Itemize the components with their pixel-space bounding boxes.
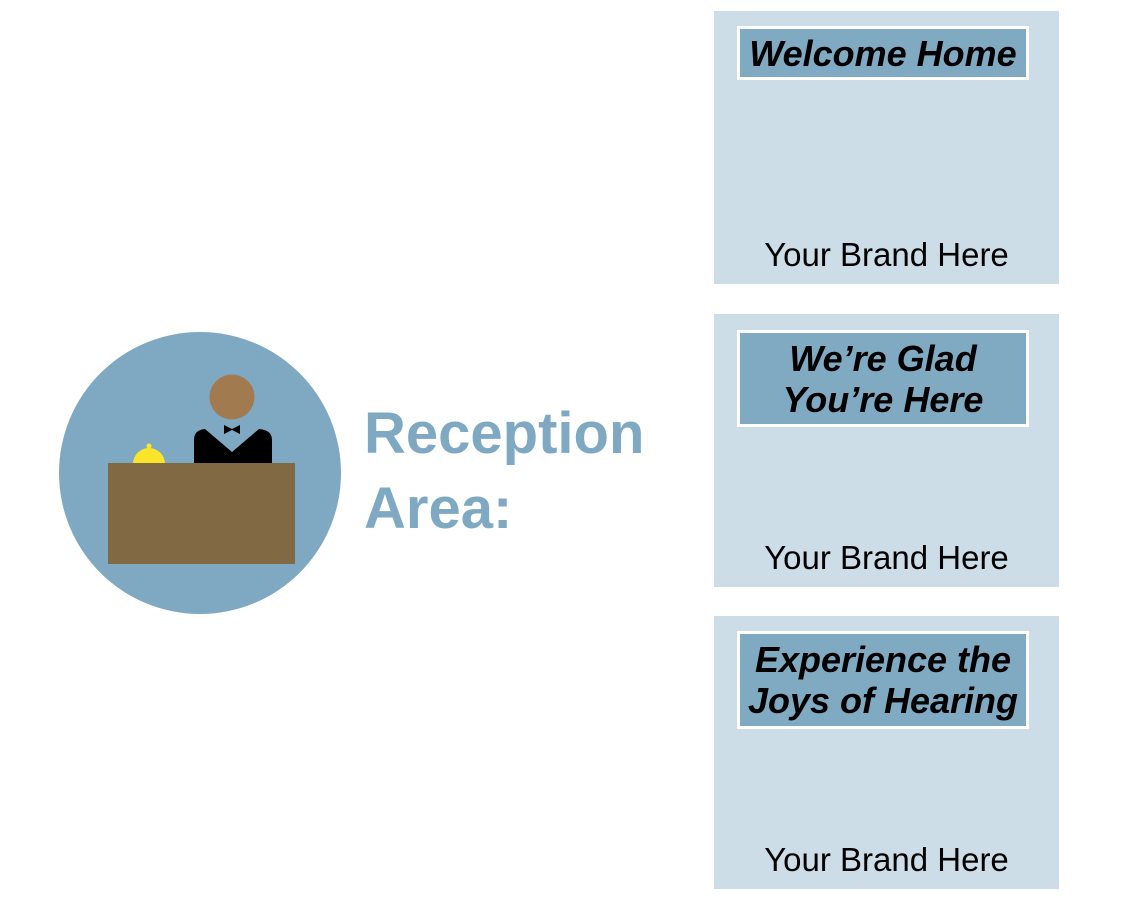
bow-tie-icon: [224, 425, 240, 434]
section-title-line1: Reception: [364, 401, 645, 466]
brand-text: Your Brand Here: [764, 841, 1009, 878]
reception-desk-icon: [59, 332, 341, 614]
section-title-line2: Area:: [364, 476, 513, 541]
brand-text: Your Brand Here: [764, 236, 1009, 273]
reception-desk: [108, 463, 295, 564]
service-bell-icon: [133, 448, 165, 464]
sign-panel-3: Experience the Joys of Hearing Your Bran…: [714, 616, 1059, 889]
sign-header: Experience the Joys of Hearing: [737, 631, 1029, 729]
sign-panel-1: Welcome Home Your Brand Here: [714, 11, 1059, 284]
sign-header: We’re Glad You’re Here: [737, 330, 1029, 427]
brand-text: Your Brand Here: [764, 539, 1009, 576]
service-bell-knob: [146, 443, 152, 449]
sign-panel-2: We’re Glad You’re Here Your Brand Here: [714, 314, 1059, 587]
receptionist-head: [209, 374, 255, 420]
receptionist-body: [194, 429, 272, 463]
sign-header: Welcome Home: [737, 26, 1029, 80]
